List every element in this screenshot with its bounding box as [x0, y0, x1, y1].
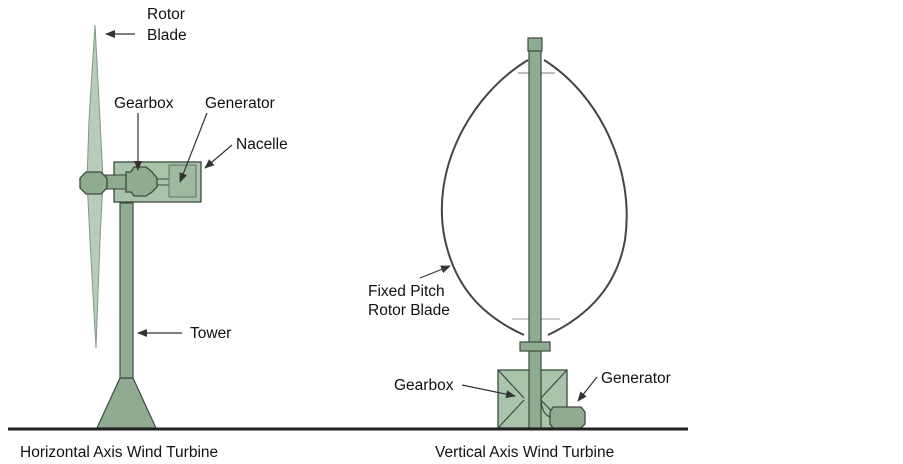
rotor-blade-label-line1: Rotor — [147, 6, 185, 23]
generator-arrow — [179, 112, 208, 183]
nacelle-arrow — [204, 144, 233, 169]
hawt-tower — [119, 202, 134, 379]
hawt-gearbox-label: Gearbox — [114, 95, 174, 112]
fixed-pitch-label-line2: Rotor Blade — [368, 302, 450, 319]
vawt-gearbox-arrow — [461, 384, 516, 399]
hawt-caption: Horizontal Axis Wind Turbine — [20, 444, 218, 461]
vertical-axis-turbine — [440, 37, 628, 429]
vawt-blade-left — [440, 59, 529, 336]
vawt-gearbox-label: Gearbox — [394, 377, 454, 394]
fixed-pitch-label-line1: Fixed Pitch — [368, 283, 445, 300]
hawt-arrows — [105, 30, 233, 337]
fixed-pitch-blade-arrow — [419, 265, 451, 279]
vawt-arrows — [419, 265, 598, 402]
hawt-hub — [79, 171, 108, 195]
vawt-generator-arrow — [577, 376, 598, 402]
vawt-collar — [519, 341, 551, 352]
tower-label: Tower — [190, 325, 231, 342]
nacelle-label: Nacelle — [236, 136, 288, 153]
vawt-generator-label: Generator — [601, 370, 671, 387]
rotor-blade-label-line2: Blade — [147, 27, 187, 44]
hawt-generator-label: Generator — [205, 95, 275, 112]
hawt-generator — [168, 164, 197, 198]
hawt-tower-base — [96, 377, 157, 429]
vawt-caption: Vertical Axis Wind Turbine — [435, 444, 614, 461]
vawt-blade-right — [543, 59, 628, 336]
vawt-top-cap — [527, 37, 543, 52]
horizontal-axis-turbine — [79, 24, 202, 429]
vawt-generator — [549, 406, 586, 429]
vawt-mast — [528, 49, 542, 429]
